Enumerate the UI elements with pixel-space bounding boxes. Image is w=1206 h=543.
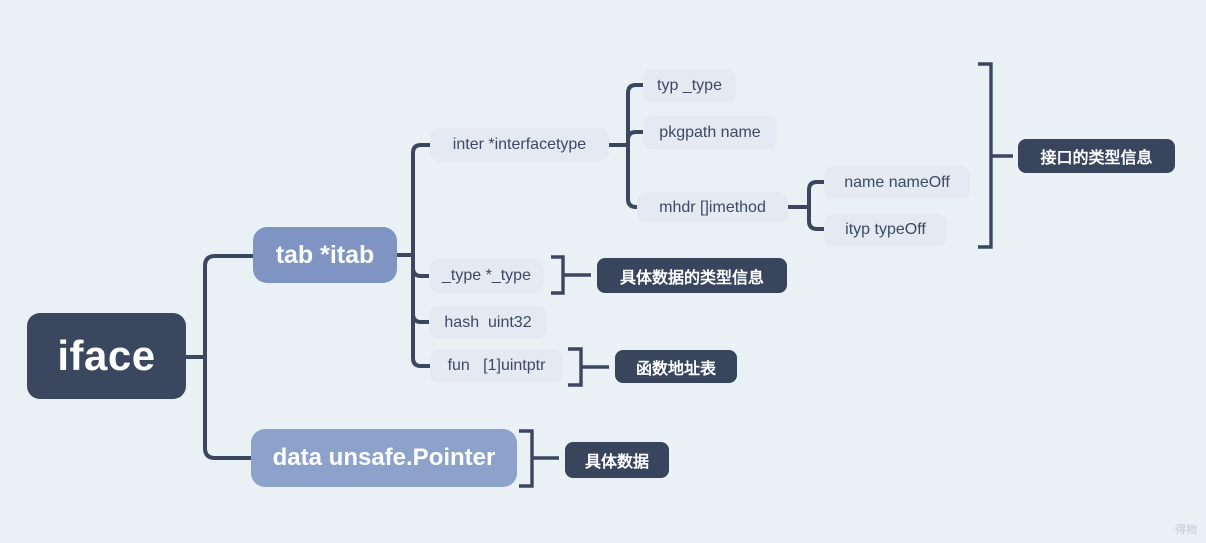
node-hash-uint32: hash uint32 bbox=[429, 306, 547, 339]
node-data-unsafe-pointer: data unsafe.Pointer bbox=[251, 429, 517, 487]
node-ityp-typeoff: ityp typeOff bbox=[824, 214, 947, 246]
node-fun-uintptr: fun [1]uintptr bbox=[430, 349, 563, 383]
node-tab-itab: tab *itab bbox=[253, 227, 397, 283]
node-iface: iface bbox=[27, 313, 186, 399]
node-inter-interfacetype: inter *interfacetype bbox=[430, 128, 609, 161]
node-mhdr-imethod: mhdr []imethod bbox=[637, 192, 788, 223]
connector-mhdr-children bbox=[786, 180, 826, 231]
summary-func-address-table: 函数地址表 bbox=[615, 350, 737, 383]
node-typ-type: typ _type bbox=[643, 69, 736, 102]
summary-bracket-concrete-data bbox=[519, 429, 559, 488]
node-type-type: _type *_type bbox=[429, 259, 544, 293]
summary-bracket-func-table bbox=[568, 347, 609, 387]
summary-concrete-type-info: 具体数据的类型信息 bbox=[597, 258, 787, 293]
summary-concrete-data: 具体数据 bbox=[565, 442, 669, 478]
connector-inter-children bbox=[607, 83, 645, 209]
summary-bracket-interface-type bbox=[978, 62, 1013, 249]
watermark-text: 得物 bbox=[1175, 524, 1197, 536]
node-name-nameoff: name nameOff bbox=[824, 166, 970, 199]
summary-interface-type-info: 接口的类型信息 bbox=[1018, 139, 1175, 173]
connector-tab-children bbox=[393, 143, 432, 368]
summary-bracket-concrete-type bbox=[551, 255, 591, 295]
node-pkgpath-name: pkgpath name bbox=[643, 116, 777, 149]
connector-root-children bbox=[184, 254, 255, 460]
